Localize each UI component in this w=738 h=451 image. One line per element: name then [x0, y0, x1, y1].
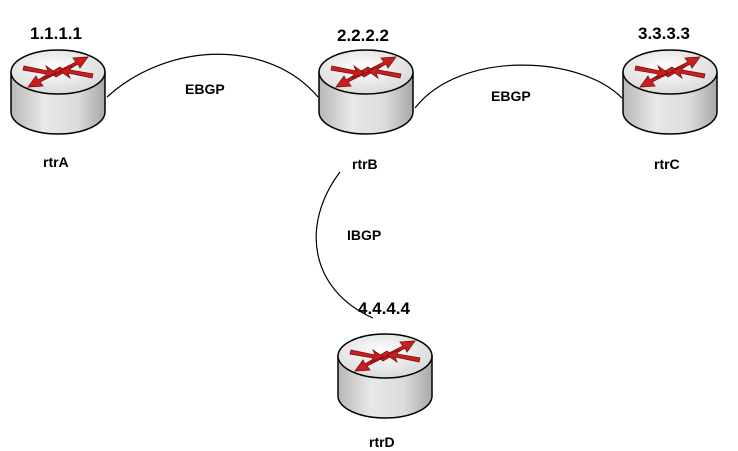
router-icon[interactable]	[622, 49, 718, 135]
router-ip-label: 2.2.2.2	[337, 26, 389, 45]
router-icon[interactable]	[337, 333, 433, 419]
link-label: EBGP	[185, 81, 225, 97]
link-rtrB-rtrD	[315, 171, 374, 319]
router-name-label: rtrC	[654, 156, 680, 172]
router-icon[interactable]	[318, 49, 414, 135]
router-name-label: rtrA	[43, 154, 69, 170]
router-ip-label: 4.4.4.4	[358, 299, 410, 318]
router-name-label: rtrB	[352, 156, 378, 172]
router-icon[interactable]	[10, 49, 106, 135]
link-label: IBGP	[347, 227, 382, 243]
router-ip-label: 1.1.1.1	[30, 24, 82, 43]
link-rtrA-rtrB	[106, 53, 319, 98]
router-name-label: rtrD	[369, 434, 395, 450]
router-ip-label: 3.3.3.3	[638, 24, 690, 43]
link-label: EBGP	[491, 88, 531, 104]
link-rtrB-rtrC	[414, 64, 623, 109]
